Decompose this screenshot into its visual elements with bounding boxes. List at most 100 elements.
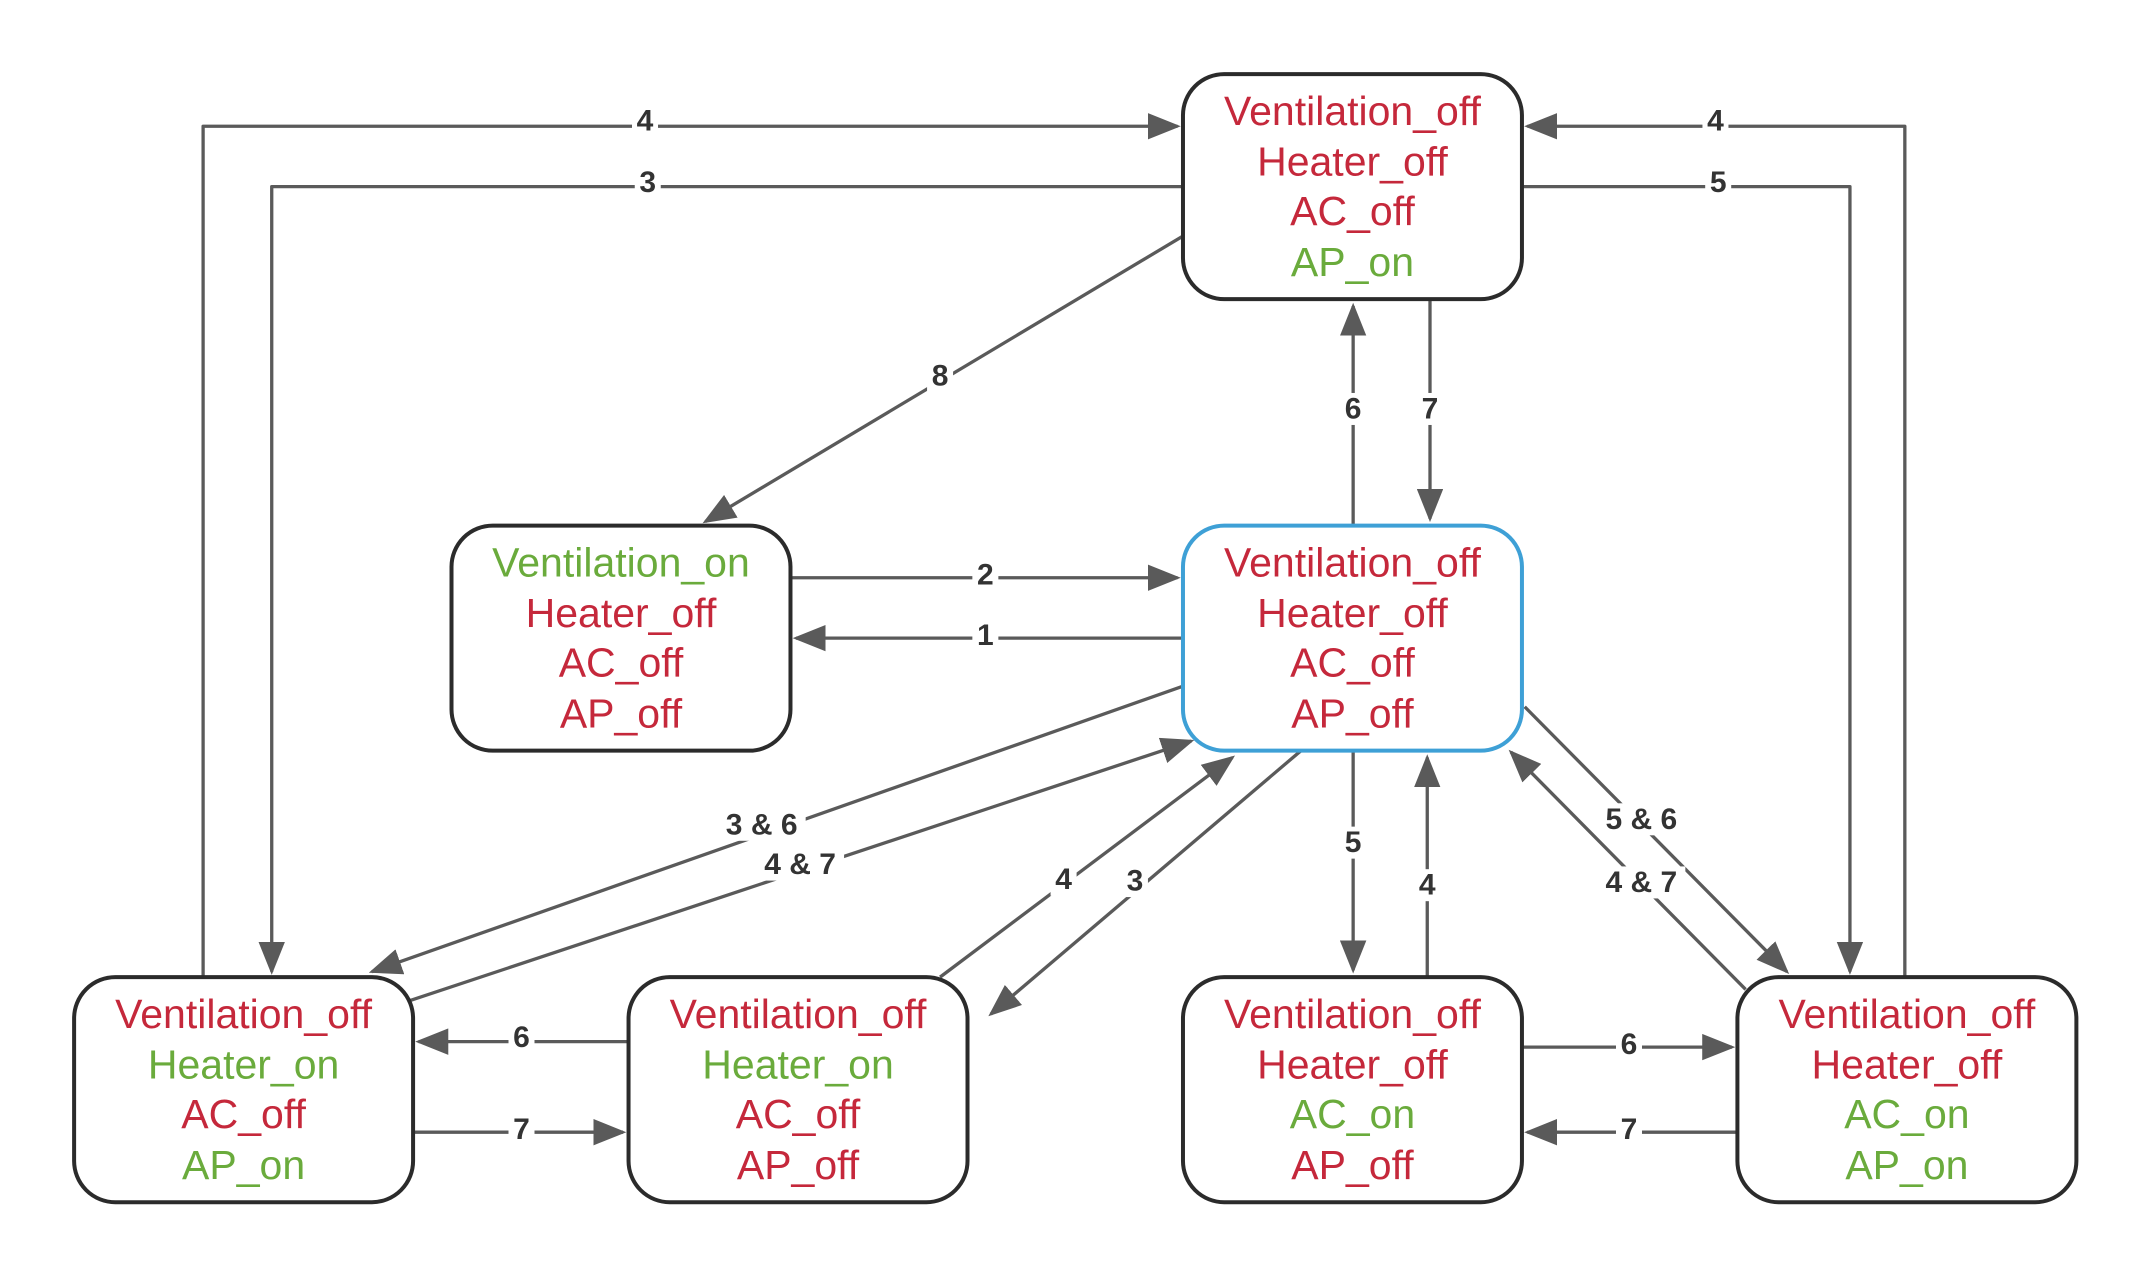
transition-top-to-ac-ap: 5 (1521, 166, 1864, 975)
transition-label: 8 (932, 360, 949, 393)
transition-label-background (1340, 826, 1367, 859)
transition-label-background (508, 1021, 535, 1054)
transition-heat-ap-to-top: 4 (201, 104, 1181, 978)
transition-label-background (717, 808, 806, 841)
transition-label: 7 (1422, 392, 1439, 425)
transition-label-background (1615, 1113, 1642, 1146)
transition-label: 6 (1621, 1028, 1638, 1061)
state-line: AC_off (1290, 640, 1415, 686)
transition-ac-ap-to-ac: 7 (1524, 1113, 1738, 1146)
transitions: 4 3 4 5 8 6 7 2 1 3 & 6 4 & 7 4 3 5 4 5 & 6 4 & 7 6 7 6 7 (201, 104, 1907, 1146)
state-box (1180, 523, 1524, 753)
transition-center-to-ac-ap: 5 & 6 (1523, 705, 1790, 974)
state-box (1735, 975, 2079, 1205)
state-line: Heater_off (1812, 1042, 2003, 1088)
transition-label-background (927, 360, 954, 393)
transition-label: 4 (1707, 104, 1724, 137)
transition-arrow (1523, 705, 1790, 974)
state-line: Ventilation_on (492, 539, 750, 585)
transition-label: 3 (639, 166, 656, 199)
state-line: Heater_off (1257, 1042, 1448, 1088)
transition-ac-ap-to-top: 4 (1524, 104, 1907, 978)
transition-heat-ap-to-heat: 7 (413, 1113, 627, 1146)
transition-center-to-heat: 3 (988, 749, 1303, 1017)
state-line: AC_off (736, 1091, 861, 1137)
transition-label: 6 (1345, 392, 1362, 425)
state-line: AP_off (737, 1142, 860, 1188)
transition-label: 5 (1345, 826, 1362, 859)
transition-label-background (1050, 863, 1077, 896)
transition-center-to-top: 6 (1339, 302, 1367, 526)
transition-label-background (1340, 392, 1367, 425)
transition-vent-to-center: 2 (790, 559, 1181, 592)
transition-label: 3 & 6 (726, 808, 798, 841)
transition-label: 7 (1621, 1113, 1638, 1146)
state-box (1180, 72, 1524, 302)
state-line: Heater_off (1257, 590, 1448, 636)
transition-label: 6 (513, 1021, 530, 1054)
state-line: Ventilation_off (115, 991, 372, 1037)
state-line: AP_on (1845, 1142, 1968, 1188)
state-line: Heater_off (1257, 139, 1448, 185)
transition-center-to-ac: 5 (1339, 750, 1367, 974)
state-line: AP_on (1291, 239, 1414, 285)
state-line: AC_on (1290, 1091, 1415, 1137)
transition-top-to-vent: 8 (702, 234, 1184, 524)
transition-label: 1 (977, 619, 994, 652)
states: Ventilation_offHeater_offAC_offAP_onVent… (72, 72, 2079, 1205)
state-line: Ventilation_off (1224, 88, 1481, 134)
transition-label-background (1417, 392, 1443, 425)
transition-label: 2 (977, 559, 994, 592)
state-line: Ventilation_off (1224, 539, 1481, 585)
state-box (626, 975, 970, 1205)
state-line: Heater_on (702, 1042, 893, 1088)
state-box (72, 975, 416, 1205)
transition-heat-ap-to-center: 4 & 7 (405, 737, 1195, 1004)
transition-arrow (1524, 113, 1907, 978)
state-line: AP_off (1291, 690, 1414, 736)
transition-center-to-vent: 1 (792, 619, 1183, 652)
state-line: AC_off (1290, 188, 1415, 234)
transition-label-background (1597, 866, 1686, 899)
transition-label-background (1615, 1028, 1642, 1061)
transition-ac-to-center: 4 (1414, 754, 1441, 978)
transition-top-to-heat-ap: 3 (258, 166, 1183, 975)
transition-ac-to-ac-ap: 6 (1521, 1028, 1736, 1061)
transition-label-background (632, 104, 659, 137)
transition-label-background (972, 559, 999, 592)
state-box (449, 523, 793, 753)
state-line: Ventilation_off (1778, 991, 2035, 1037)
transition-label: 4 (1419, 869, 1436, 902)
transition-label: 4 (1055, 863, 1072, 896)
transition-label-background (1597, 803, 1686, 836)
state-line: AP_off (560, 690, 683, 736)
transition-heat-to-center: 4 (939, 755, 1236, 979)
transition-label: 5 (1710, 166, 1727, 199)
state-line: Ventilation_off (1224, 991, 1481, 1037)
transition-label-background (1705, 166, 1732, 199)
transition-arrow (939, 755, 1236, 979)
state-line: AP_off (1291, 1142, 1414, 1188)
transition-label: 7 (513, 1113, 530, 1146)
transition-label-background (1702, 104, 1729, 137)
transition-label: 4 (637, 104, 654, 137)
transition-label: 4 & 7 (764, 848, 836, 881)
state-line: Heater_off (526, 590, 717, 636)
transition-label: 4 & 7 (1605, 866, 1677, 899)
state-line: AC_off (181, 1091, 306, 1137)
transition-arrow (258, 184, 1183, 975)
transition-label-background (756, 848, 845, 881)
transition-label: 5 & 6 (1605, 803, 1677, 836)
state-line: AP_on (182, 1142, 305, 1188)
transition-label-background (634, 166, 661, 199)
transition-label: 3 (1127, 865, 1144, 898)
state-line: AC_off (559, 640, 684, 686)
